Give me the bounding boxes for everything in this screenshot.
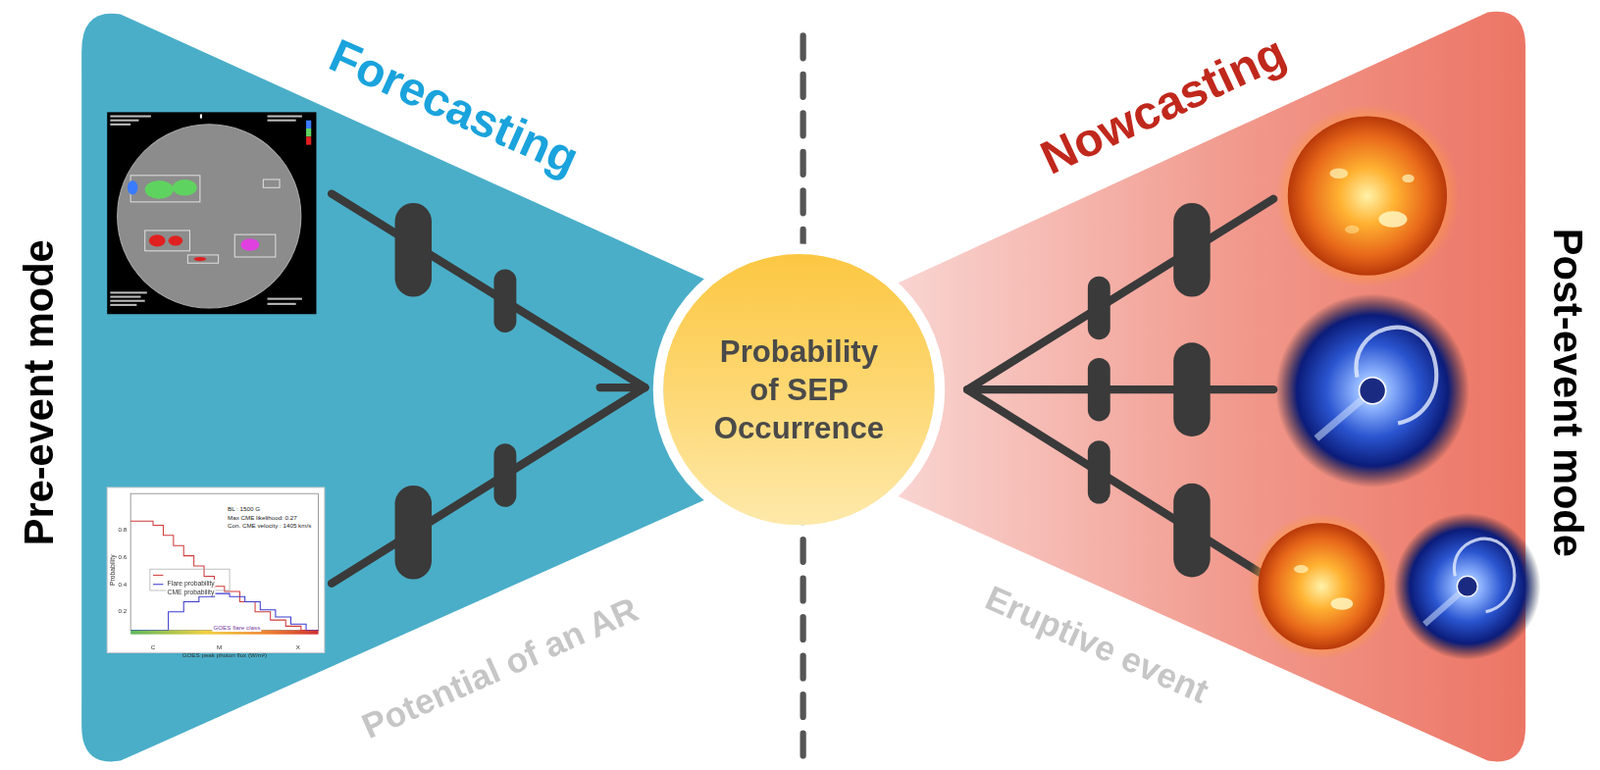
active-region-map-part [262,179,280,188]
sun-image-small-part [1247,513,1395,661]
coronagraph-image [1275,293,1470,488]
active-region-map-part [145,230,191,252]
chart-note: Max CME likelihood: 0.27 [226,515,299,522]
panel-outline [81,13,715,763]
active-region-map-part [109,123,131,126]
active-region-map-part [267,298,303,301]
chart-note: Con. CME velocity : 1405 km/s [226,522,312,530]
network-nodes-part [1173,483,1210,578]
mode-label: Post-event mode [1545,228,1593,558]
probability-chart-part [130,493,318,630]
active-region-map-part [109,300,145,303]
panel-shape [887,7,1526,768]
network-nodes-part [1173,203,1210,298]
active-region-map-part [109,296,141,299]
network-nodes-part [1087,440,1111,504]
active-region-map-part [109,119,139,122]
active-region-map-part [306,120,311,129]
active-region-map-part [194,257,207,261]
sun-image-small [1247,513,1395,661]
tick-label: 0.6 [117,554,127,562]
mode-panel: NowcastingEruptive event [887,7,1526,768]
probability-chart [106,487,325,653]
active-region-map-part [267,303,297,306]
active-region-map-part [149,234,166,247]
active-region-map-part [187,255,218,263]
network-wires-part [600,383,646,392]
sun-image-part [1329,168,1348,179]
active-region-map-part [109,114,152,117]
active-region-map-part [267,114,303,117]
active-region-map-part [267,119,297,122]
probability-chart-part [150,568,230,591]
tick-label: 0.4 [117,581,127,589]
circle-text: Probability of SEP Occurrence [706,332,892,448]
active-region-map-part [109,304,137,307]
sun-image-small-part [1258,522,1386,650]
active-region-map-part [145,180,174,200]
active-region-map-part [127,180,138,196]
network-nodes-part [1087,358,1111,421]
sun-image-part [1344,225,1360,234]
network-nodes-part [395,203,432,298]
mode-label: Pre-event mode [15,239,63,546]
coronagraph-image-part [1355,327,1437,424]
panel-shape [81,7,715,768]
probability-chart-part [153,574,163,576]
active-region-map-part [172,179,198,197]
coronagraph-image-part [1359,377,1387,405]
coronagraph-image-part [1275,293,1470,488]
sun-image-part [1401,174,1414,183]
network-nodes-part [493,268,517,332]
sun-image-small-part [1330,597,1353,610]
probability-chart-part [153,583,163,585]
panel-caption: Eruptive event [980,577,1215,712]
chart-note: BL : 1500 G [226,506,261,514]
probability-chart-part [130,520,318,630]
coronagraph-image-small-part [1456,575,1478,597]
coronagraph-image-small [1393,513,1542,661]
legend-text: CME probability [166,588,216,597]
network-nodes-part [1087,276,1111,340]
network-wires-part [967,385,1274,394]
panel-caption: Potential of an AR [356,589,645,747]
tick-label: 0.8 [117,526,127,534]
active-region-map-part [306,128,311,137]
active-region-map-part [306,136,311,145]
tick-label: M [216,644,222,652]
active-region-map-part [234,234,276,258]
active-region-map-part [106,111,316,314]
panel-heading: Nowcasting [1032,24,1295,185]
active-region-map-part [200,113,203,118]
sun-image-small-part [1293,565,1309,573]
coronagraph-image-small-part [1453,538,1514,613]
tick-label: C [151,644,156,652]
active-region-map [106,111,316,314]
mode-panel: ForecastingPotential of an AR [81,7,715,768]
active-region-map-part [240,238,259,251]
sun-image-part [1288,116,1447,276]
tick-label: X [296,644,301,652]
tick-label: 0.2 [117,608,127,616]
active-region-map-part [109,291,147,294]
panel-outline [887,11,1526,763]
sun-image [1275,103,1459,288]
probability-chart-part [106,487,325,653]
axis-label: GOES peak photon flux (W/m²) [182,652,267,660]
network-nodes-part [1173,342,1210,437]
active-region-map-part [130,175,201,203]
active-region-map-part [168,235,184,246]
coronagraph-image-small-part [1393,513,1542,661]
network-nodes-part [493,443,517,507]
legend-text: Flare probability [166,579,216,588]
chart-note: GOES flare class [211,624,261,632]
active-region-map-part [117,124,302,309]
sun-image-part [1378,210,1407,228]
axis-label: Probability [108,554,117,586]
panel-heading: Forecasting [321,28,587,186]
probability-circle: Probability of SEP Occurrence [653,243,945,535]
network-nodes-part [395,485,432,580]
sun-image-part [1275,103,1459,288]
